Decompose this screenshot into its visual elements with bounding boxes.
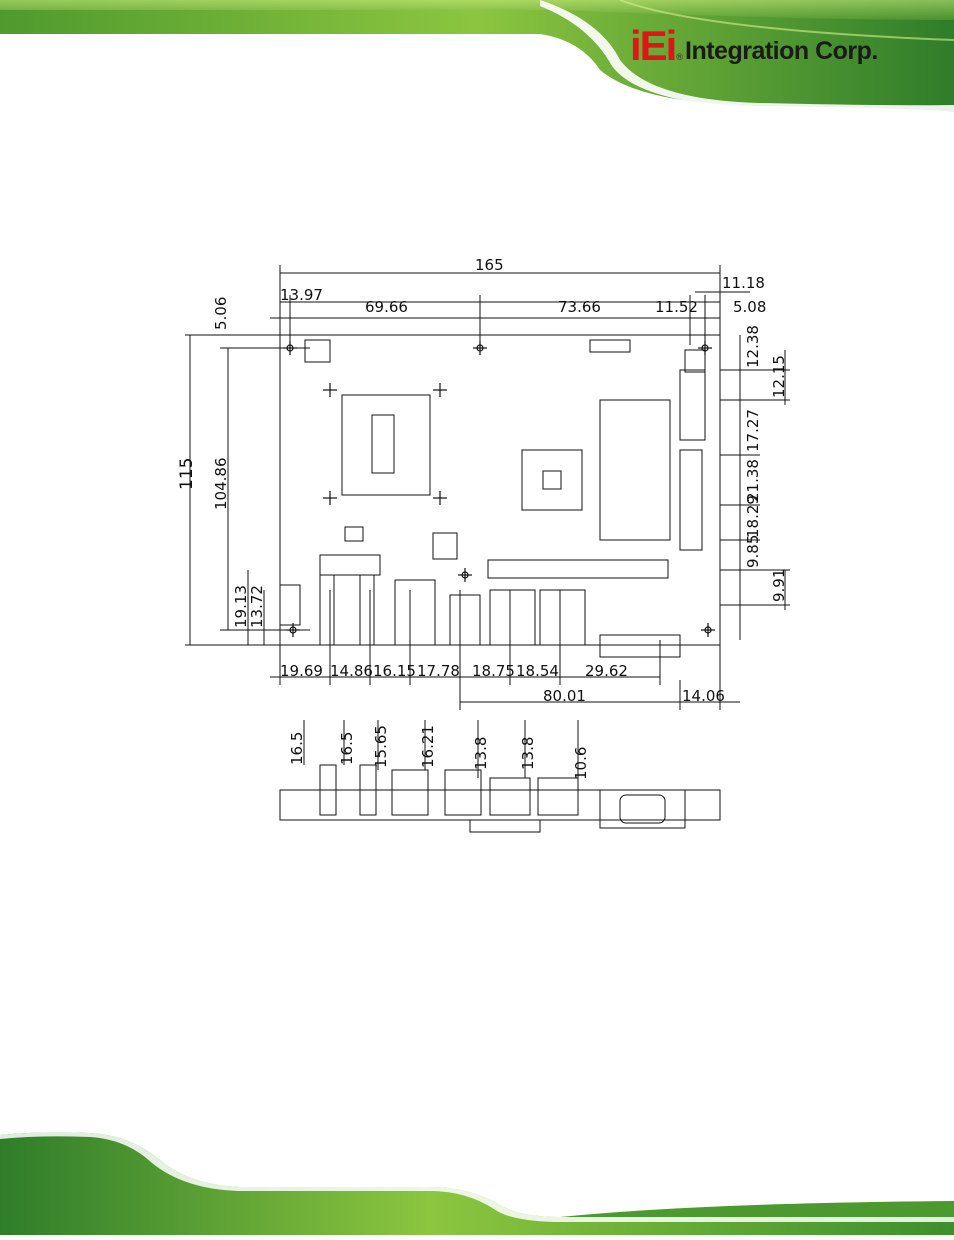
- page-footer: [0, 1125, 954, 1235]
- dim-right-0: 12.38: [744, 325, 762, 368]
- dim-lower-b: 13.72: [248, 585, 266, 628]
- dim-overall-height: 115: [177, 458, 197, 490]
- dim-right-1: 12.15: [770, 355, 788, 398]
- side-height-6: 10.6: [572, 747, 590, 780]
- dim-right-5: 9.85: [744, 535, 762, 568]
- side-height-2: 15.65: [372, 725, 390, 768]
- dim-bottom-4: 18.75: [472, 662, 515, 680]
- dim-bottom-1: 14.86: [330, 662, 373, 680]
- dim-hole-span-right: 73.66: [558, 298, 601, 316]
- board-outline: [279, 334, 721, 646]
- side-height-0: 16.5: [288, 732, 306, 765]
- dim-hole-span-left: 69.66: [365, 298, 408, 316]
- dim-lower-a: 19.13: [232, 585, 250, 628]
- dim-bottom-right: 14.06: [682, 687, 725, 705]
- dim-left-hole: 13.97: [280, 286, 323, 304]
- dim-bottom-5: 18.54: [516, 662, 559, 680]
- side-height-4: 13.8: [472, 737, 490, 770]
- dim-right-4: 18.29: [744, 495, 762, 538]
- dim-right-a: 11.52: [655, 298, 698, 316]
- side-height-3: 16.21: [419, 725, 437, 768]
- side-view: [279, 720, 721, 833]
- logo-text: Integration Corp.: [685, 37, 878, 65]
- dim-right-3: 21.38: [744, 459, 762, 502]
- dimension-svg: 165 11.18 13.97 69.66 73.66 11.52 5.08 5…: [177, 256, 790, 833]
- side-height-1: 16.5: [338, 732, 356, 765]
- dim-right-offset: 11.18: [722, 274, 765, 292]
- side-height-5: 13.8: [519, 737, 537, 770]
- footer-green-band: [0, 1132, 954, 1235]
- dim-top-offset: 5.06: [212, 297, 230, 330]
- brand-logo: iEi ® Integration Corp.: [630, 22, 878, 69]
- dim-right-b: 5.08: [733, 298, 766, 316]
- dim-bottom-2: 16.15: [373, 662, 416, 680]
- cpu-socket-outline: [341, 394, 431, 496]
- page-header: iEi ® Integration Corp.: [0, 0, 954, 115]
- dim-bottom-0: 19.69: [280, 662, 323, 680]
- mounting-holes: [283, 341, 715, 637]
- dim-bottom-span: 80.01: [543, 687, 586, 705]
- dim-right-2: 17.27: [744, 409, 762, 452]
- dim-overall-width: 165: [475, 256, 504, 274]
- logo-registered: ®: [676, 52, 683, 62]
- dim-bottom-6: 29.62: [585, 662, 628, 680]
- board-dimension-drawing: 165 11.18 13.97 69.66 73.66 11.52 5.08 5…: [160, 240, 800, 840]
- header-green-band: [0, 0, 954, 115]
- dim-inner-height: 104.86: [212, 458, 230, 511]
- dim-right-6: 9.91: [770, 569, 788, 602]
- dim-bottom-3: 17.78: [417, 662, 460, 680]
- logo-mark: iEi: [630, 22, 677, 69]
